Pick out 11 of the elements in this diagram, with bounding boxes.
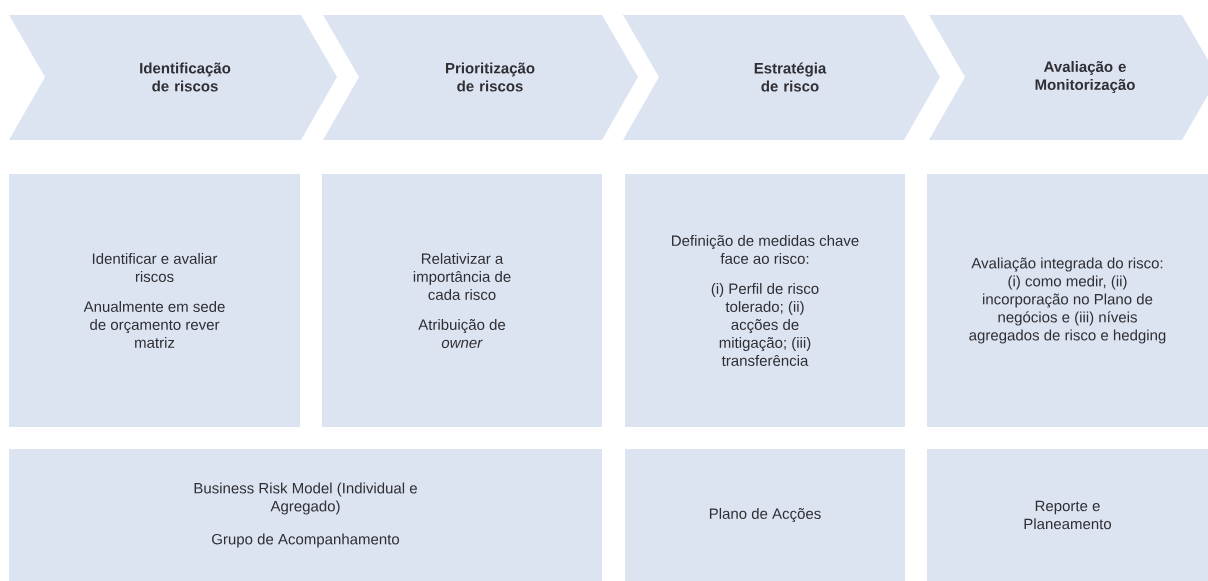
text-box: Reporte e Planeamento — [927, 449, 1208, 581]
text-box: Business Risk Model (Individual e Agregado) Grupo de Acompanhamento — [9, 449, 602, 581]
text-box: Definição de medidas chave face ao risco: (i) Perfil de risco tolerado; (ii) acções de mitigação; (iii) transferência — [625, 174, 905, 427]
text-box: Relativizar a importância de cada risco Atribuição de owner — [322, 174, 602, 427]
text-box: Identificar e avaliar riscos Anualmente em sede de orçamento rever matriz — [9, 174, 300, 427]
chevron-step: Estratégia de risco — [623, 15, 940, 140]
chevron-step: Identificação de riscos — [9, 15, 337, 140]
chevron-step: Avaliação e Monitorização — [929, 15, 1208, 140]
chevron-step: Prioritização de riscos — [323, 15, 638, 140]
text-box: Avaliação integrada do risco: (i) como medir, (ii) incorporação no Plano de negócios e (iii) níveis agregados de risco e hedging — [927, 174, 1208, 427]
text-box: Plano de Acções — [625, 449, 905, 581]
